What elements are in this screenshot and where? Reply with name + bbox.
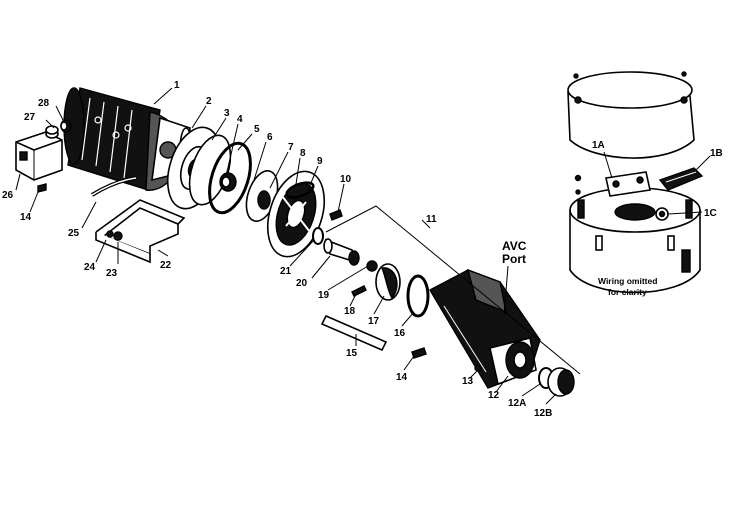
callout-23: 23	[106, 268, 118, 279]
callout-22: 22	[160, 260, 172, 271]
callout-12b: 12B	[534, 408, 552, 419]
callout-10: 10	[340, 174, 352, 185]
motor-cooling-fins	[81, 97, 133, 179]
screw-14-left	[37, 183, 47, 193]
callout-18: 18	[344, 306, 356, 317]
callout-26: 26	[2, 190, 14, 201]
callout-16: 16	[394, 328, 406, 339]
capacitor-1b	[658, 167, 704, 191]
callout-5: 5	[254, 124, 260, 135]
callout-27: 27	[24, 112, 36, 123]
callout-6: 6	[267, 132, 273, 143]
gasket	[406, 274, 430, 318]
callout-3: 3	[224, 108, 230, 119]
callout-11: 11	[426, 214, 437, 225]
shaft-seal	[219, 172, 237, 192]
pipe-fitting-27	[45, 125, 59, 139]
callout-2: 2	[206, 96, 212, 107]
callout-labels: 1 2 3 4 5 6 7 8 9 10 11 12 12A 12B 13 14…	[2, 80, 723, 419]
base-bracket	[95, 199, 186, 264]
callout-12: 12	[488, 390, 500, 401]
pin-18	[351, 285, 367, 297]
pressure-switch	[15, 131, 63, 181]
jet-body	[375, 263, 401, 301]
callout-12a: 12A	[508, 398, 526, 409]
avc-port-label-line2: Port	[502, 252, 526, 266]
callout-7: 7	[288, 142, 294, 153]
leader-lines	[15, 87, 711, 405]
callout-14-left: 14	[20, 212, 32, 223]
venturi	[366, 260, 378, 272]
pump-casing	[429, 268, 541, 389]
wiring-note-line1: Wiring omitted	[598, 276, 657, 286]
o-ring-small	[312, 227, 324, 245]
callout-17: 17	[368, 316, 380, 327]
callout-15: 15	[346, 348, 358, 359]
plug-12b	[547, 367, 575, 397]
screw-10	[329, 209, 343, 221]
end-cover	[567, 71, 695, 159]
wear-ring	[285, 181, 315, 199]
nozzle	[323, 238, 360, 266]
callout-1a: 1A	[592, 140, 605, 151]
screw-14-right	[411, 347, 427, 359]
callout-14-right: 14	[396, 372, 408, 383]
callout-4: 4	[237, 114, 243, 125]
callout-25: 25	[68, 228, 80, 239]
fitting-28	[60, 119, 72, 133]
callout-1c: 1C	[704, 208, 717, 219]
o-ring-large	[208, 141, 252, 215]
callout-21: 21	[280, 266, 292, 277]
tubing	[90, 176, 137, 197]
group-11-bracket	[325, 205, 581, 375]
callout-19: 19	[318, 290, 330, 301]
terminal-1c	[655, 207, 669, 221]
callout-1b: 1B	[710, 148, 723, 159]
avc-port-label-line1: AVC	[502, 239, 527, 253]
callout-20: 20	[296, 278, 308, 289]
callout-8: 8	[300, 148, 306, 159]
callout-13: 13	[462, 376, 474, 387]
callout-9: 9	[317, 156, 323, 167]
callout-1: 1	[174, 80, 180, 91]
callout-24: 24	[84, 262, 96, 273]
screw-13	[474, 364, 482, 372]
diffuser	[266, 170, 326, 258]
callout-28: 28	[38, 98, 50, 109]
wiring-note-line2: for clarity	[608, 287, 647, 297]
connecting-rod	[320, 314, 388, 352]
governor-switch	[605, 171, 651, 197]
